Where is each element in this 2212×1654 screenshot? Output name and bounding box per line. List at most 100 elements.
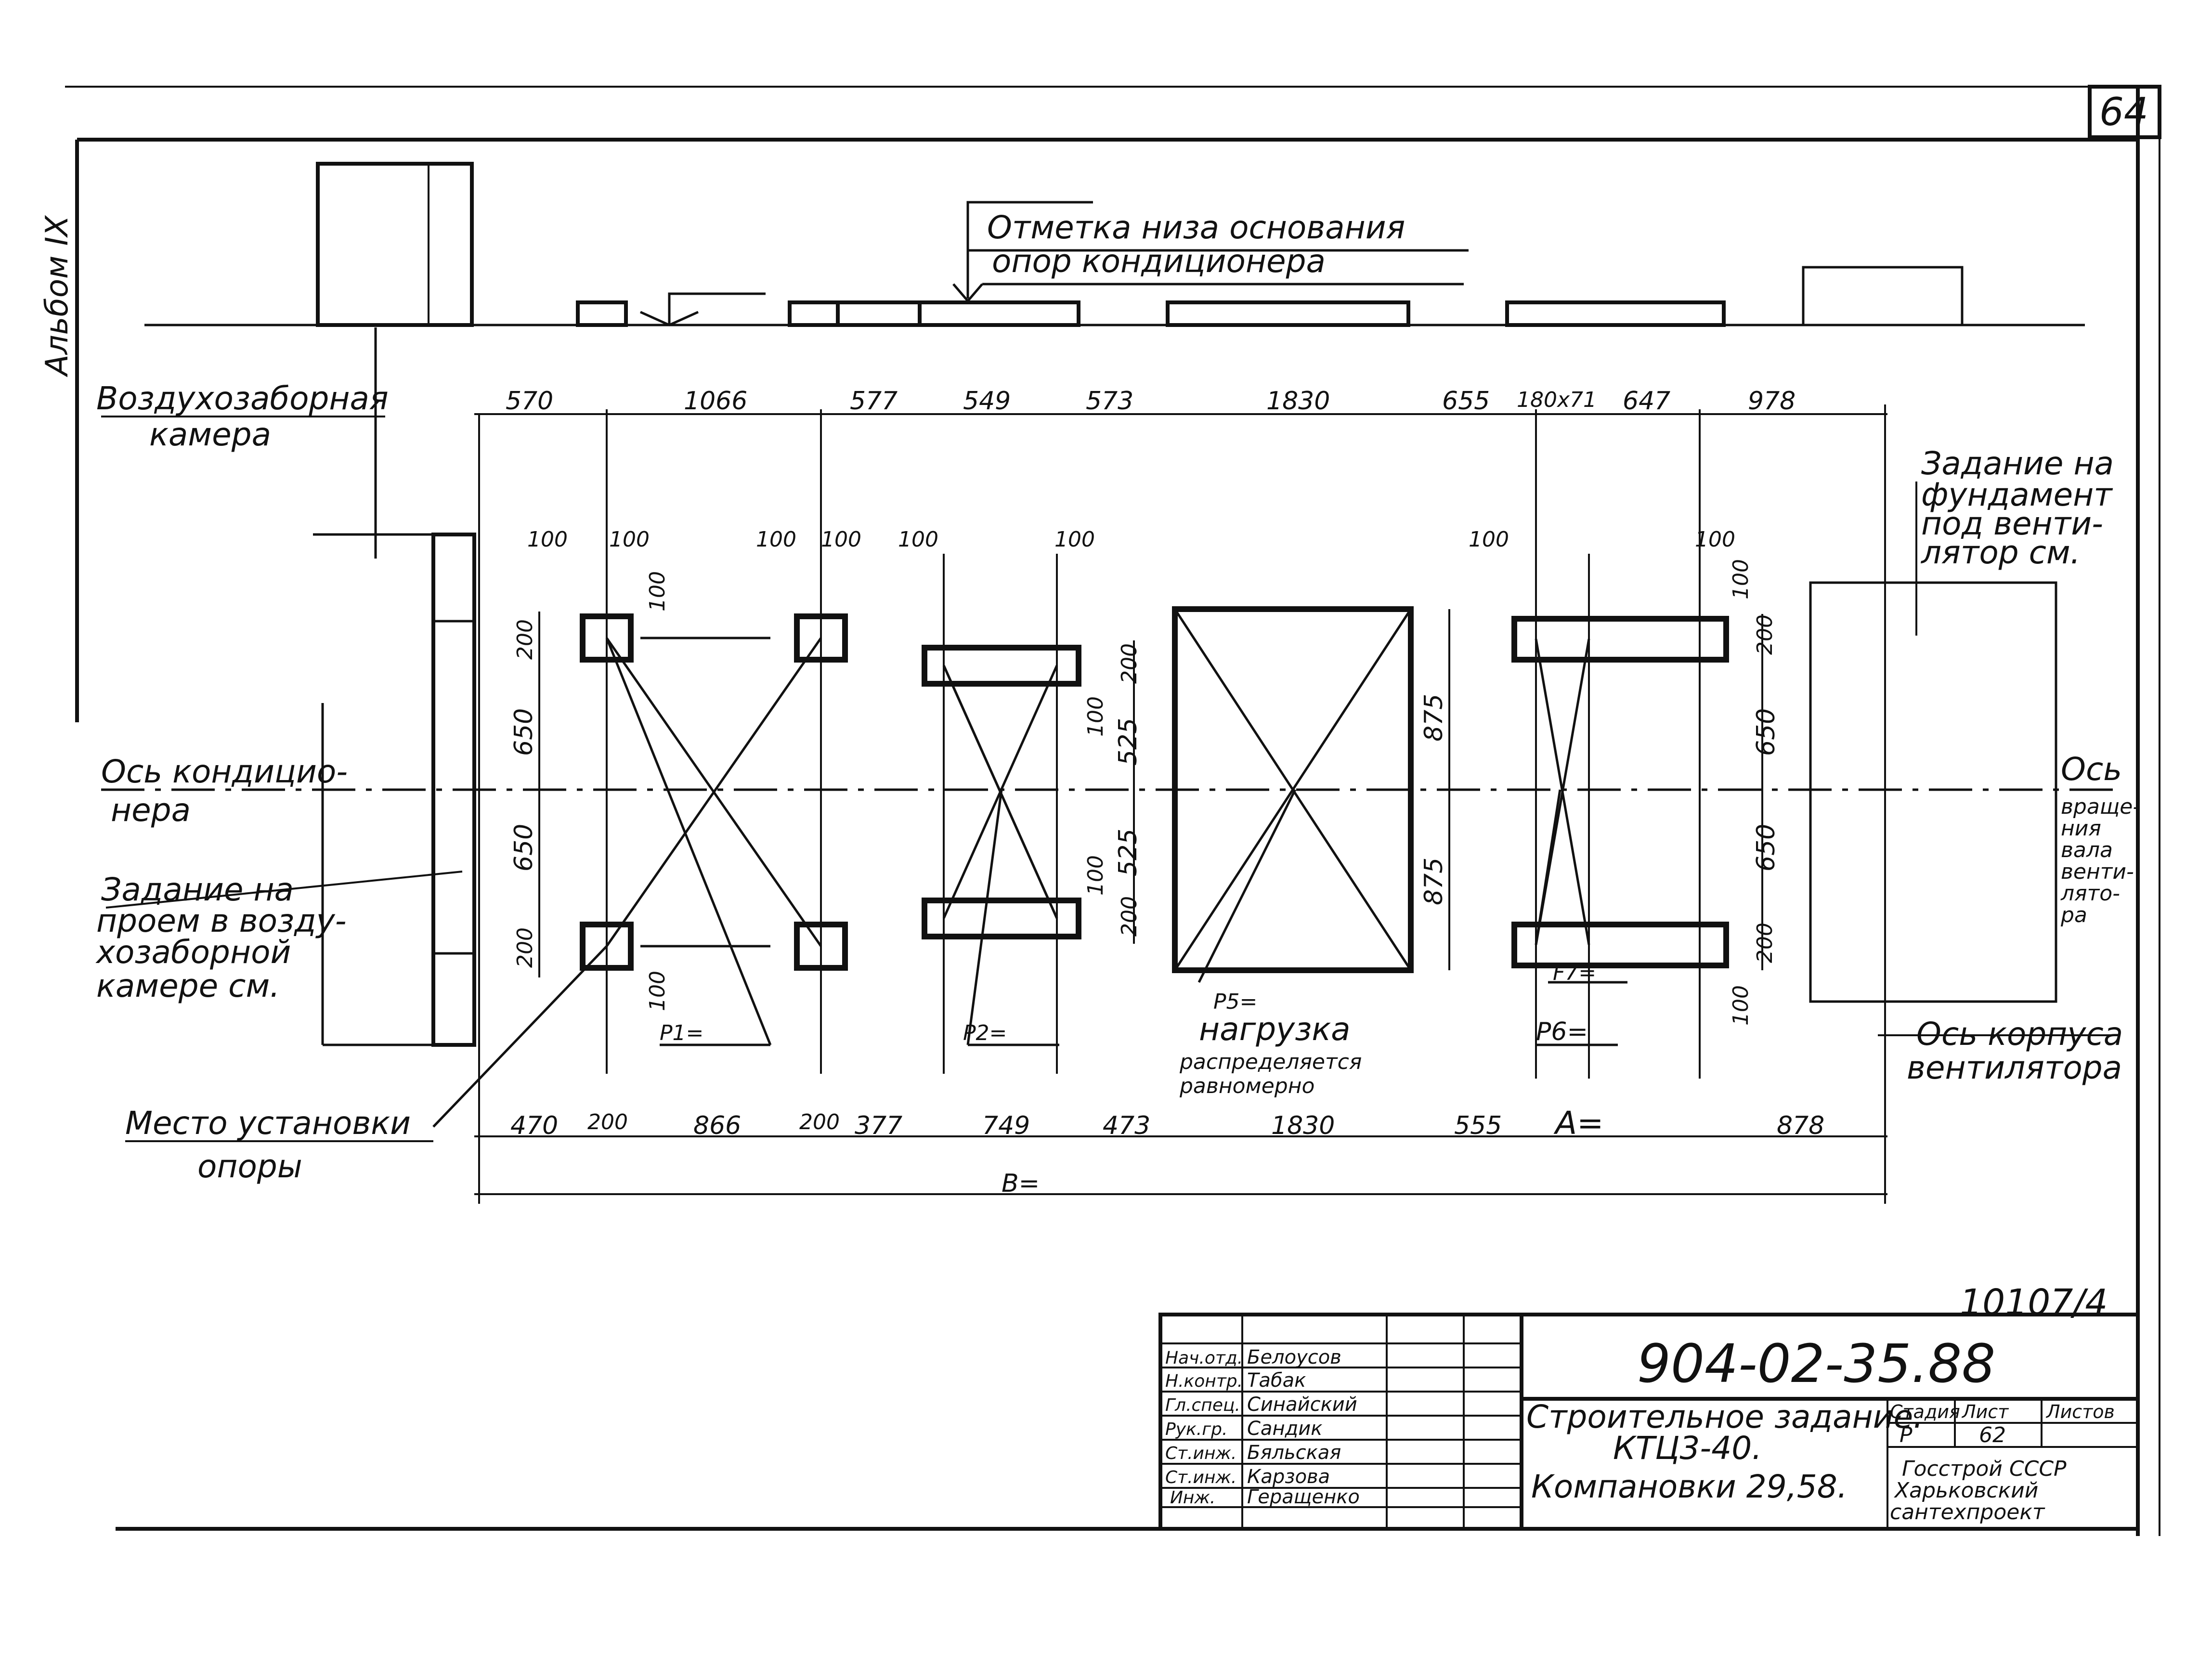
fan-foundation-1: Задание на (1921, 445, 2114, 482)
fan-body-axis-1: Ось корпуса (1916, 1016, 2123, 1053)
plan-view (432, 404, 2057, 1204)
v-650d: 650 (1752, 824, 1781, 872)
role-1: Нач.отд. (1165, 1348, 1243, 1368)
v-200f: 200 (1753, 923, 1777, 963)
v-525a: 525 (1114, 718, 1143, 766)
document-number: 10107/4 (1960, 1282, 2108, 1323)
role-5: Ст.инж. (1165, 1444, 1236, 1463)
sheet-number: 64 (2099, 90, 2148, 134)
pad-dim-8: 100 (1695, 527, 1735, 552)
v-875b: 875 (1419, 858, 1448, 905)
v-200d: 200 (1117, 896, 1142, 937)
pad-dim-3: 100 (756, 527, 796, 552)
name-1: Белоусов (1247, 1346, 1341, 1368)
bottom-dim-6: 749 (982, 1111, 1030, 1140)
overall-dim-b: В= (1002, 1169, 1040, 1198)
pad-dim-7: 100 (1469, 527, 1509, 552)
fan-foundation-4: лятор см. (1920, 534, 2081, 571)
fan-body-axis-2: вентилятора (1907, 1049, 2122, 1086)
sheets-header: Листов (2045, 1401, 2115, 1422)
org-3: сантехпроект (1890, 1500, 2045, 1524)
top-dim-8: 180х71 (1517, 388, 1597, 412)
fan-foundation-3: под венти- (1921, 505, 2103, 542)
title-block (1158, 1313, 2140, 1531)
bottom-dim-a: А= (1553, 1105, 1603, 1142)
pad-dim-5: 100 (898, 527, 938, 552)
v-100b: 100 (645, 971, 670, 1011)
bottom-dim-4: 200 (799, 1110, 840, 1134)
v-100d: 100 (1083, 855, 1108, 896)
air-intake-label-1: Воздухозаборная (96, 380, 389, 417)
sheet-header: Лист (1961, 1401, 2009, 1422)
org-1: Госстрой СССР (1902, 1457, 2067, 1481)
role-4: Рук.гр. (1165, 1420, 1227, 1439)
name-3: Синайский (1247, 1394, 1357, 1416)
opening-task-4: камере см. (96, 967, 280, 1004)
drawing-name-2: КТЦ3-40. (1613, 1430, 1762, 1467)
top-dim-2: 1066 (684, 387, 747, 416)
v-200a: 200 (513, 619, 537, 660)
pad-dim-6: 100 (1054, 527, 1095, 552)
air-intake-chamber (313, 327, 476, 1047)
name-4: Сандик (1247, 1418, 1322, 1440)
top-dim-3: 577 (850, 387, 898, 416)
name-5: Бяльская (1247, 1442, 1341, 1464)
v-650a: 650 (509, 708, 538, 756)
v-100c: 100 (1083, 696, 1108, 737)
bottom-dim-9: 555 (1454, 1111, 1502, 1140)
support-place-1: Место установки (125, 1105, 411, 1142)
sheet-frame (65, 85, 2161, 1536)
top-dim-6: 1830 (1266, 387, 1330, 416)
load-p5-2: нагрузка (1199, 1011, 1351, 1048)
sheet-value: 62 (1979, 1423, 2006, 1447)
top-dim-1: 570 (506, 387, 553, 416)
v-200c: 200 (1117, 643, 1142, 684)
fan-axis-5: венти- (2061, 860, 2134, 884)
name-6: Карзова (1247, 1466, 1330, 1488)
load-f7: F7= (1553, 961, 1596, 985)
conditioner-axis-label-1: Ось кондицио- (101, 753, 348, 790)
v-100f: 100 (1729, 985, 1753, 1026)
opening-task-3: хозаборной (95, 934, 291, 971)
drawing-name-1: Строительное задание. (1526, 1398, 1923, 1435)
load-p1: P1= (660, 1021, 703, 1045)
top-dim-5: 573 (1086, 387, 1133, 416)
support-place-2: опоры (197, 1148, 302, 1185)
role-2: Н.контр. (1165, 1371, 1243, 1391)
bottom-dim-2: 200 (587, 1110, 628, 1134)
fan-axis-1: Ось (2061, 751, 2122, 788)
load-p6: P6= (1536, 1017, 1588, 1046)
role-6: Ст.инж. (1165, 1468, 1236, 1487)
elevation-view (144, 162, 2085, 327)
name-7: Геращенко (1247, 1486, 1360, 1508)
pad-dim-4: 100 (821, 527, 861, 552)
fan-axis-6: лято- (2060, 881, 2120, 906)
org-2: Харьковский (1894, 1478, 2038, 1503)
top-note-line1: Отметка низа основания (987, 209, 1405, 246)
vertical-dims (538, 609, 1763, 977)
load-p2: P2= (963, 1021, 1007, 1045)
name-2: Табак (1247, 1369, 1306, 1392)
pad-dim-1: 100 (527, 527, 568, 552)
top-dim-4: 549 (963, 387, 1011, 416)
fan-axis-4: вала (2061, 838, 2113, 862)
v-100a: 100 (645, 571, 670, 612)
top-note-line2: опор кондиционера (992, 243, 1326, 280)
v-875a: 875 (1419, 694, 1448, 742)
role-3: Гл.спец. (1165, 1395, 1240, 1415)
bottom-dim-10: 878 (1777, 1111, 1824, 1140)
v-525b: 525 (1114, 829, 1143, 876)
fan-axis-2: враще- (2061, 794, 2140, 819)
drawing-code: 904-02-35.88 (1637, 1333, 1995, 1394)
load-p5-3: распределяется (1179, 1050, 1362, 1074)
load-p5-1: P5= (1213, 990, 1257, 1014)
v-650c: 650 (1752, 708, 1781, 756)
top-dim-7: 655 (1442, 387, 1490, 416)
v-200e: 200 (1753, 614, 1777, 655)
pad-dim-2: 100 (609, 527, 650, 552)
bottom-dim-5: 377 (855, 1111, 902, 1140)
air-intake-label-2: камера (149, 416, 271, 453)
stage-header: Стадия (1890, 1401, 1960, 1422)
v-200b: 200 (513, 927, 537, 968)
